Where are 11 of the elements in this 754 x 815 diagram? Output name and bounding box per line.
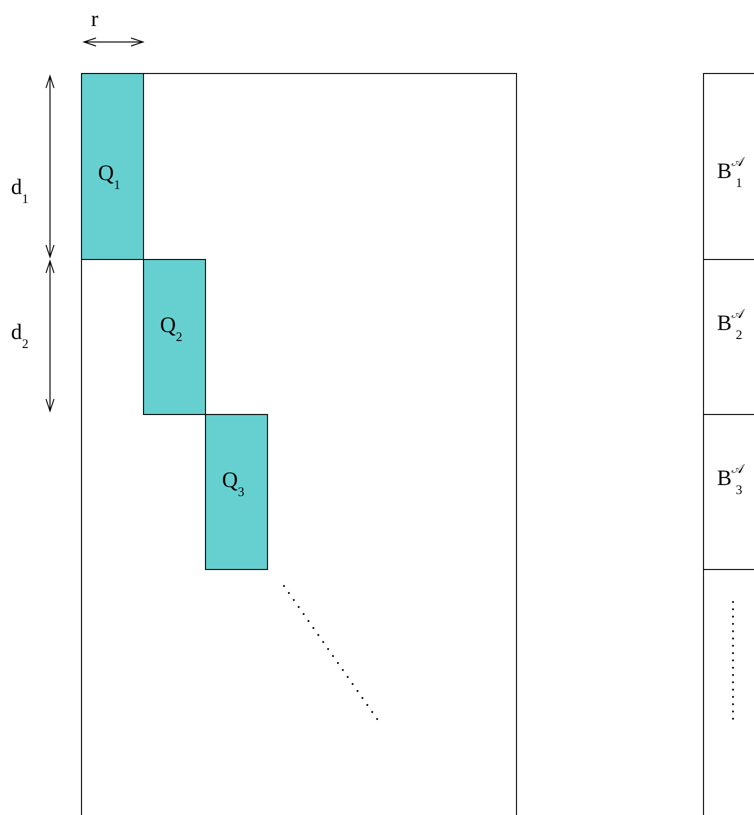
matrix-block bbox=[143, 259, 206, 415]
dimension-label: r bbox=[91, 8, 98, 30]
dimension-label: d$_{1}$ bbox=[11, 176, 28, 205]
matrix-block bbox=[205, 414, 268, 570]
block-label: Q$_{1}$ bbox=[98, 162, 120, 191]
block-label: Q$_{3}$ bbox=[222, 469, 244, 498]
matrix bbox=[703, 73, 754, 815]
block-label: Q$_{2}$ bbox=[160, 314, 182, 343]
matrix bbox=[81, 73, 517, 815]
matrix-block bbox=[81, 73, 144, 260]
dimension-label: d$_{2}$ bbox=[11, 321, 28, 350]
